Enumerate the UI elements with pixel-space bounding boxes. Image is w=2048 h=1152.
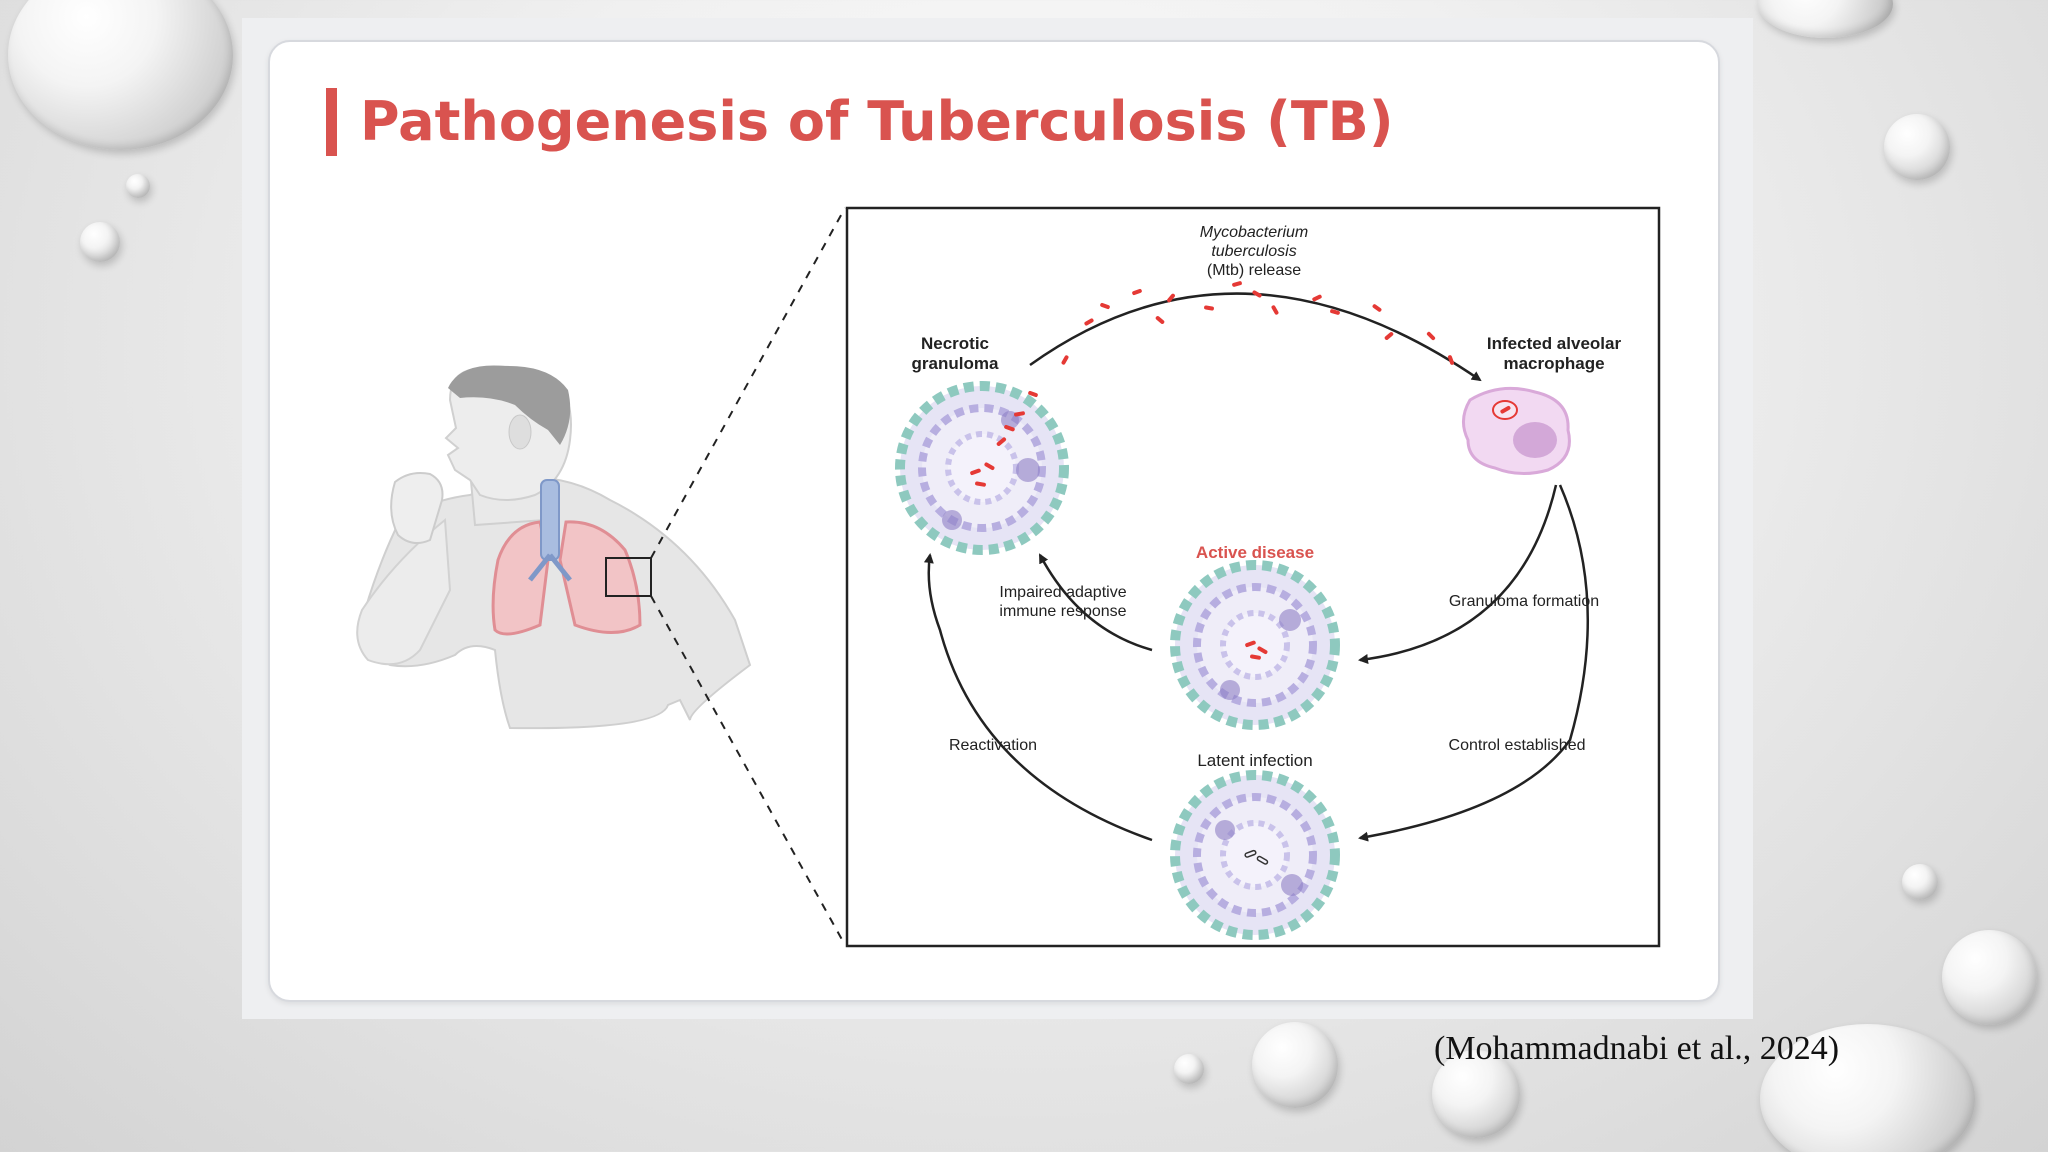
bacterium bbox=[1244, 849, 1257, 858]
reactivation-arrow bbox=[923, 553, 1153, 842]
impaired-response-arrow bbox=[1038, 553, 1153, 652]
bacterium bbox=[1250, 654, 1261, 660]
human-figure bbox=[356, 365, 752, 730]
water-drop bbox=[1760, 1024, 1975, 1152]
slide-title: Pathogenesis of Tuberculosis (TB) bbox=[360, 90, 1394, 153]
bacterium bbox=[1384, 332, 1394, 340]
water-drop bbox=[8, 0, 233, 150]
granuloma-bacteria bbox=[1245, 640, 1268, 660]
bronchi bbox=[528, 553, 572, 582]
latent-infection-label: Latent infection bbox=[1197, 751, 1312, 770]
fist-silhouette bbox=[390, 472, 444, 545]
bacterium bbox=[984, 462, 995, 470]
bacterium bbox=[1372, 304, 1382, 312]
granuloma-bacteria bbox=[970, 411, 1025, 487]
giant-cell bbox=[1281, 874, 1303, 896]
necrotic-granuloma-cluster bbox=[895, 381, 1069, 555]
giant-cell bbox=[1220, 680, 1240, 700]
bacterium bbox=[1232, 281, 1242, 287]
latent-infection-granuloma bbox=[1170, 770, 1340, 940]
infected-macrophage-label-line1: Infected alveolar bbox=[1487, 334, 1622, 353]
water-drop bbox=[1942, 930, 2037, 1025]
zoom-line-bottom bbox=[650, 595, 846, 946]
torso-silhouette bbox=[363, 476, 752, 730]
bacterium bbox=[996, 437, 1007, 446]
active-disease-granuloma bbox=[1170, 560, 1340, 730]
bacterium bbox=[1312, 294, 1322, 302]
control-established-label: Control established bbox=[1449, 737, 1586, 754]
hair-silhouette bbox=[448, 365, 571, 445]
right-lung bbox=[558, 520, 642, 634]
giant-cell bbox=[1016, 458, 1040, 482]
mtb-release-arrow bbox=[1029, 292, 1482, 382]
title-accent-bar bbox=[326, 88, 337, 156]
trachea bbox=[540, 479, 560, 561]
zoom-line-top bbox=[650, 207, 846, 559]
necrotic-granuloma-label-line1: Necrotic bbox=[921, 334, 989, 353]
left-lung bbox=[491, 520, 550, 636]
impaired-response-label-line2: immune response bbox=[999, 603, 1126, 620]
granuloma-formation-arrow bbox=[1358, 484, 1558, 664]
bacterium bbox=[1257, 646, 1268, 654]
water-drop bbox=[1252, 1022, 1338, 1108]
released-bacteria bbox=[1010, 281, 1455, 416]
bacterium bbox=[975, 481, 986, 487]
active-disease-label: Active disease bbox=[1196, 543, 1314, 562]
reactivation-label: Reactivation bbox=[949, 737, 1037, 754]
giant-cell bbox=[942, 510, 962, 530]
giant-cell bbox=[1215, 820, 1235, 840]
bacterium bbox=[1028, 390, 1038, 398]
bacterium bbox=[1155, 316, 1165, 324]
bacterium bbox=[1167, 293, 1175, 303]
bacterium bbox=[1061, 355, 1069, 365]
mtb-release-label-line1: Mycobacterium bbox=[1200, 224, 1308, 241]
bacterium bbox=[1245, 640, 1256, 648]
zoom-box bbox=[605, 557, 652, 597]
giant-cell bbox=[1279, 609, 1301, 631]
mtb-release-label-line3: (Mtb) release bbox=[1207, 262, 1301, 279]
granuloma-core bbox=[1220, 610, 1290, 680]
necrotic-granuloma-label-line2: granuloma bbox=[912, 354, 999, 373]
bacterium bbox=[1252, 290, 1262, 298]
bacterium bbox=[1132, 288, 1142, 296]
granuloma-core bbox=[945, 431, 1019, 505]
bacterium bbox=[1004, 424, 1015, 432]
bacterium bbox=[1426, 331, 1436, 341]
water-drop bbox=[1432, 1050, 1520, 1138]
bacterium bbox=[1447, 355, 1455, 365]
infected-macrophage-label-line2: macrophage bbox=[1503, 354, 1604, 373]
citation: (Mohammadnabi et al., 2024) bbox=[1434, 1030, 1840, 1067]
bacterium bbox=[1500, 405, 1511, 414]
water-drop bbox=[126, 174, 150, 198]
ear bbox=[508, 414, 532, 450]
water-drop bbox=[80, 222, 120, 262]
control-established-arrow bbox=[1358, 484, 1589, 842]
mtb-release-label-line2: tuberculosis bbox=[1211, 243, 1296, 260]
water-drop bbox=[1174, 1054, 1204, 1084]
impaired-response-label-line1: Impaired adaptive bbox=[999, 584, 1126, 601]
bacterium bbox=[1100, 302, 1110, 310]
infected-macrophage bbox=[1462, 386, 1571, 475]
bacterium bbox=[1256, 855, 1269, 865]
bacterium bbox=[1330, 309, 1340, 315]
dormant-bacteria bbox=[1244, 849, 1269, 865]
macrophage-nucleus bbox=[1513, 422, 1557, 458]
bacterium bbox=[1014, 411, 1025, 417]
granuloma-formation-label: Granuloma formation bbox=[1449, 593, 1599, 610]
bacterium bbox=[1084, 318, 1094, 326]
water-drop bbox=[1884, 114, 1950, 180]
water-drop bbox=[1902, 864, 1938, 900]
arm-silhouette bbox=[356, 518, 452, 666]
bacterium bbox=[970, 468, 981, 476]
bacterium bbox=[1271, 305, 1279, 315]
bacterium bbox=[1204, 305, 1214, 311]
